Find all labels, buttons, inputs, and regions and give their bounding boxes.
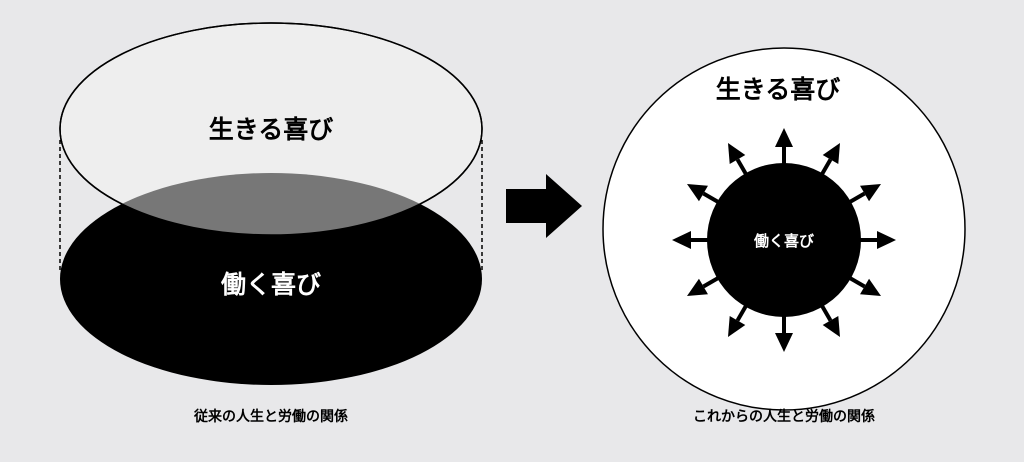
radiating-arrow-head-icon [775, 128, 793, 147]
future-life-joy-label: 生きる喜び [716, 75, 841, 104]
work-joy-label: 働く喜び [220, 270, 321, 299]
radiating-arrow-head-icon [687, 184, 708, 202]
life-joy-label: 生きる喜び [209, 115, 334, 144]
transition-arrow-shape [506, 174, 582, 238]
radiating-arrow-head-icon [822, 143, 840, 164]
work-joy-ellipse [60, 173, 482, 385]
radiating-arrow-head-icon [672, 231, 691, 249]
future-diagram: 生きる喜び 働く喜び これからの人生と労働の関係 [602, 47, 966, 425]
radiating-arrow-head-icon [775, 333, 793, 352]
traditional-diagram: 生きる喜び 働く喜び 従来の人生と労働の関係 [59, 22, 483, 425]
right-arrow-icon [506, 174, 582, 238]
future-caption: これからの人生と労働の関係 [693, 408, 875, 425]
radiating-arrow-head-icon [860, 278, 881, 296]
radiating-arrow-head-icon [877, 231, 896, 249]
life-joy-ellipse-outline [59, 22, 483, 236]
future-work-joy-label: 働く喜び [753, 232, 814, 250]
traditional-caption: 従来の人生と労働の関係 [193, 408, 348, 425]
radiating-arrow-head-icon [860, 184, 881, 202]
radiating-arrow-head-icon [728, 316, 746, 337]
radiating-arrow-head-icon [728, 143, 746, 164]
radiating-arrow-head-icon [822, 316, 840, 337]
radiating-arrow-head-icon [687, 278, 708, 296]
work-joy-circle [707, 163, 861, 317]
